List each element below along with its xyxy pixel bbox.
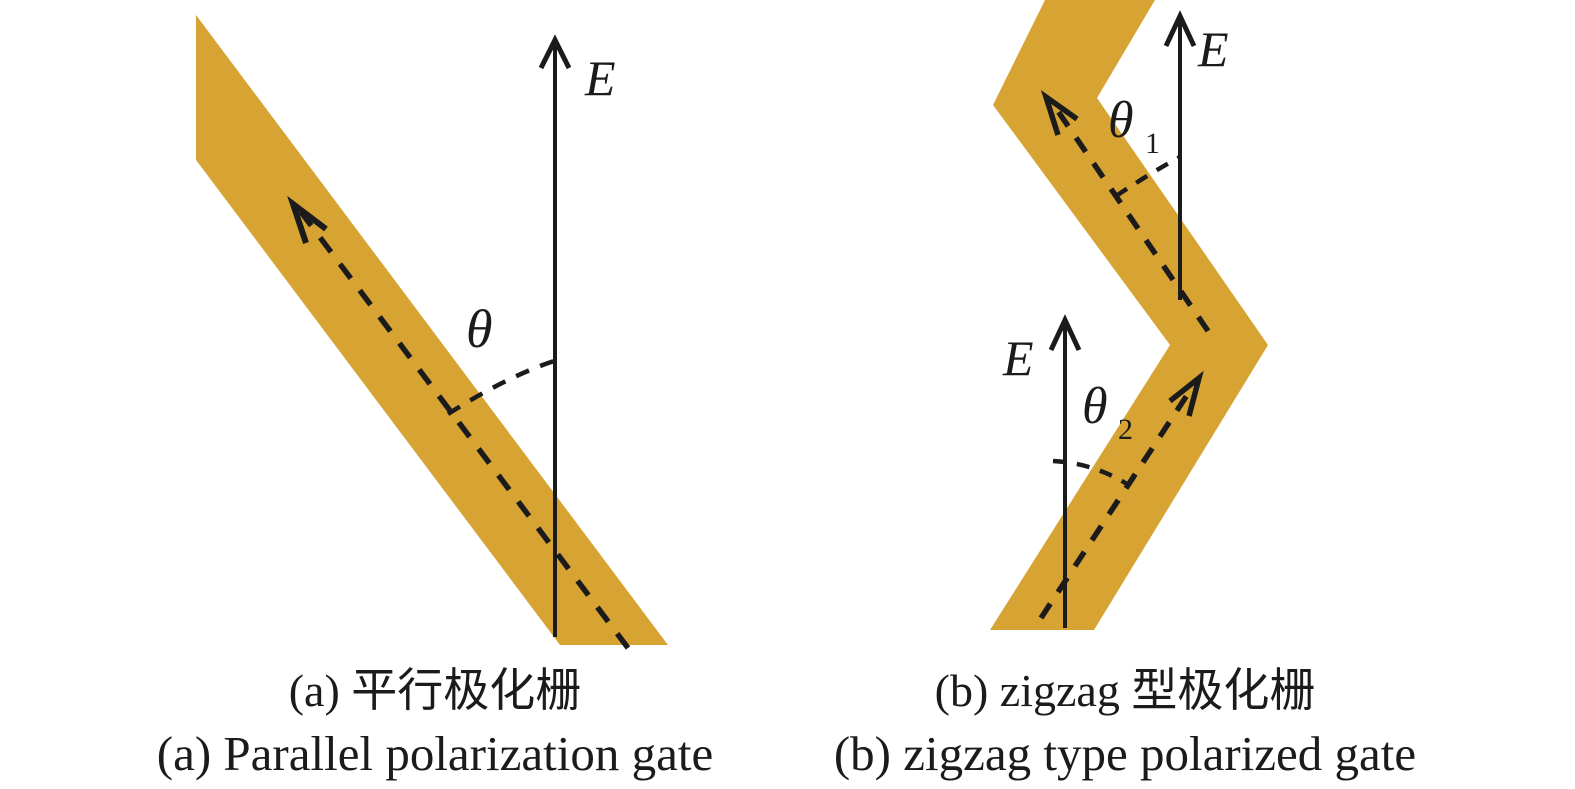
e-field-arrowhead-b-bottom	[1048, 314, 1082, 352]
gold-band-zigzag	[990, 0, 1268, 630]
gold-band-parallel	[196, 15, 668, 645]
caption-panel-a: (a) 平行极化栅 (a) Parallel polarization gate	[40, 660, 830, 786]
angle-label-theta2-sub: 2	[1118, 413, 1133, 446]
panel-a-diagram: E θ	[196, 15, 668, 650]
caption-b-chinese: (b) zigzag 型极化栅	[934, 665, 1316, 716]
angle-label-theta1-sub: 1	[1145, 127, 1160, 160]
angle-arc-a	[446, 358, 555, 416]
polarization-arrowhead-b-top	[1040, 90, 1079, 136]
panel-b-diagram: E θ 1 E θ 2	[990, 0, 1268, 630]
e-field-arrowhead-b-top	[1163, 10, 1197, 48]
e-field-arrowhead-a	[538, 34, 572, 70]
e-field-label-a: E	[584, 50, 616, 106]
angle-arc-b-bottom	[1052, 458, 1129, 486]
polarization-gate-diagram: E θ E θ 1 E	[196, 0, 1268, 650]
angle-label-theta1: θ	[1108, 92, 1134, 149]
angle-label-theta2: θ	[1082, 378, 1108, 435]
caption-a-chinese: (a) 平行极化栅	[288, 665, 582, 716]
polarization-dashed-line-a	[298, 210, 631, 650]
e-field-label-b-top: E	[1197, 21, 1229, 77]
polarization-arrowhead-b-bottom	[1168, 370, 1204, 417]
angle-arc-b-top	[1114, 155, 1182, 198]
caption-b-english: (b) zigzag type polarized gate	[833, 726, 1417, 781]
e-field-label-b-bottom: E	[1002, 330, 1034, 386]
angle-label-theta: θ	[466, 299, 493, 359]
caption-a-english: (a) Parallel polarization gate	[156, 726, 714, 781]
caption-panel-b: (b) zigzag 型极化栅 (b) zigzag type polarize…	[770, 660, 1480, 786]
polarization-arrowhead-a	[287, 195, 328, 244]
